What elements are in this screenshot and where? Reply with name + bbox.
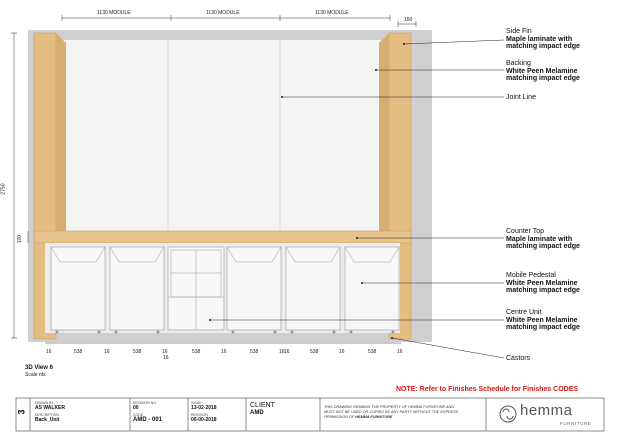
bottom-dim-10: 16 (284, 349, 290, 355)
annotation-counter-top: Counter Top Maple laminate with matching… (506, 228, 580, 250)
description: Back_Unit (35, 417, 60, 423)
right-fin-inner (379, 33, 389, 238)
finishes-note: NOTE: Refer to Finishes Schedule for Fin… (396, 386, 579, 393)
left-fin-inner (56, 33, 66, 238)
logo-subtitle: FURNITURE (560, 421, 592, 426)
logo-wordmark: hemma (520, 402, 573, 419)
revision-date: 00-00-2018 (191, 417, 217, 423)
view-title: 3D View 6 (25, 365, 53, 371)
pedestal-5 (344, 246, 400, 331)
bottom-dim-3: 16 (104, 349, 110, 355)
bottom-dim-14: 16 (397, 349, 403, 355)
annotation-mobile-pedestal: Mobile Pedestal White Peen Melamine matc… (506, 272, 580, 294)
annotation-side-fin: Side Fin Maple laminate with matching im… (506, 28, 580, 50)
counter-top (33, 230, 412, 244)
leader-lines (210, 39, 505, 359)
pedestals (50, 246, 400, 331)
revision-number: 00 (133, 405, 139, 411)
pedestal-1 (50, 246, 106, 331)
sheet-number: 3 (16, 409, 27, 415)
pedestal-2 (109, 246, 165, 331)
fin-dim: 150 (404, 17, 413, 23)
bottom-dim-13: 538 (368, 349, 377, 355)
code-label: CODE (133, 413, 144, 417)
description-label: DESCRIPTION (35, 413, 59, 417)
issue-label: ISSUE (191, 401, 202, 405)
client-label: CLIENT (250, 402, 275, 409)
module-dim-1: 1130 MODULE (97, 10, 131, 16)
bottom-dim-2: 538 (74, 349, 83, 355)
issue-date: 13-02-2018 (191, 405, 217, 411)
annotation-backing: Backing White Peen Melamine matching imp… (506, 60, 580, 82)
centre-unit-shelves (168, 249, 224, 330)
bottom-dim-9: 16 (279, 349, 285, 355)
top-dimension-lines (61, 15, 417, 27)
pedestal-3 (226, 246, 282, 331)
bottom-dim-8: 538 (250, 349, 259, 355)
drawing-code: AMD - 001 (133, 417, 163, 423)
bottom-dim-5: 16 (162, 349, 168, 355)
backing-panel (56, 40, 389, 238)
annotation-joint-line: Joint Line (506, 94, 536, 101)
pedestal-4 (285, 246, 341, 331)
bottom-dim-11: 538 (310, 349, 319, 355)
left-dimension-lines (11, 32, 29, 339)
annotation-centre-unit: Centre Unit White Peen Melamine matching… (506, 309, 580, 331)
height-dim: 2750 (0, 183, 7, 195)
counter-dim: 100 (17, 234, 24, 244)
hemma-logo-icon (499, 405, 517, 423)
disclaimer: THIS DRAWING REMAINS THE PROPERTY OF HEM… (324, 405, 459, 419)
leader-dots (209, 43, 405, 339)
pedestal-tray-lines (50, 246, 400, 263)
bottom-dim-12: 16 (339, 349, 345, 355)
drawn-by: AS WALKER (35, 405, 65, 411)
module-dim-2: 1130 MODULE (206, 10, 240, 16)
bottom-dim-4: 538 (133, 349, 142, 355)
title-block-frame (15, 397, 605, 432)
bottom-dim-7: 16 (221, 349, 227, 355)
view-scale: Scale nts (25, 372, 46, 378)
bottom-dim-1: 16 (46, 349, 52, 355)
revision-label: REVISION NO. (133, 401, 157, 405)
annotation-castors: Castors (506, 355, 531, 362)
drawn-by-label: DRAWN BY (35, 401, 54, 405)
castors (55, 330, 395, 334)
revision-date-label: REVISION (191, 413, 208, 417)
module-dim-3: 1130 MODULE (315, 10, 349, 16)
bottom-dim-6: 538 (192, 349, 201, 355)
client-name: AMD (250, 410, 264, 416)
bottom-dim-centre: 16 (163, 355, 169, 361)
